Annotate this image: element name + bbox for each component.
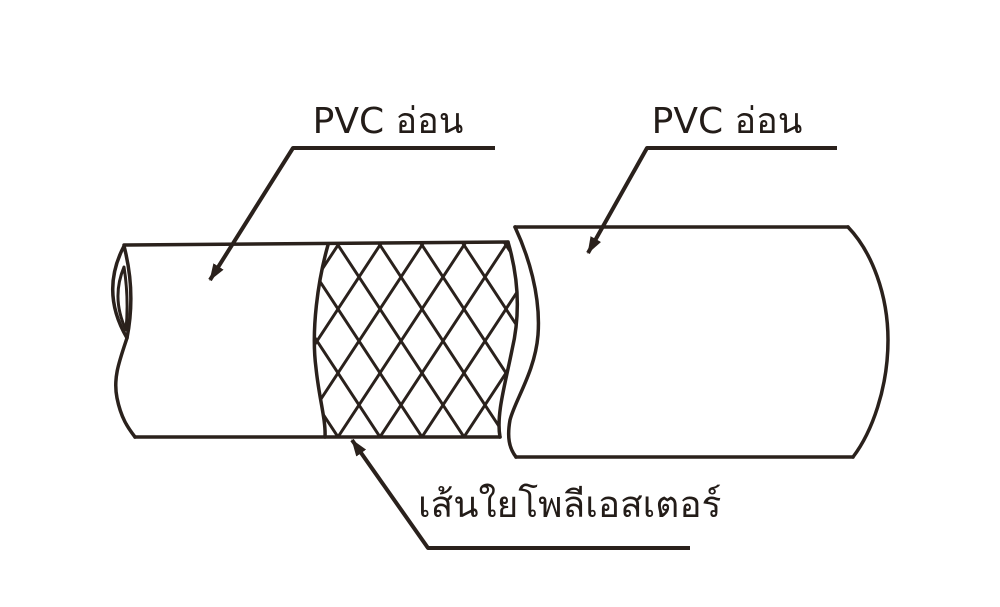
label-inner-pvc: PVC อ่อน (312, 101, 464, 142)
braid-right-edge (497, 240, 520, 439)
outer-tube-cut-edge (506, 225, 541, 459)
leader-line-inner-pvc (208, 146, 495, 282)
braid-mesh-region (314, 242, 518, 437)
braid-left-edge (312, 243, 330, 439)
tube-end-opening-inner (116, 265, 129, 332)
leader-line-outer-pvc (586, 146, 837, 254)
label-outer-pvc: PVC อ่อน (651, 101, 803, 142)
inner-tube-top-edge (122, 240, 510, 247)
outer-tube-end-cap (846, 225, 890, 459)
inner-tube-left-lower-edge (114, 336, 137, 439)
label-polyester-fiber: เส้นใยโพลีเอสเตอร์ (418, 483, 722, 526)
leader-line-polyester (350, 438, 690, 550)
